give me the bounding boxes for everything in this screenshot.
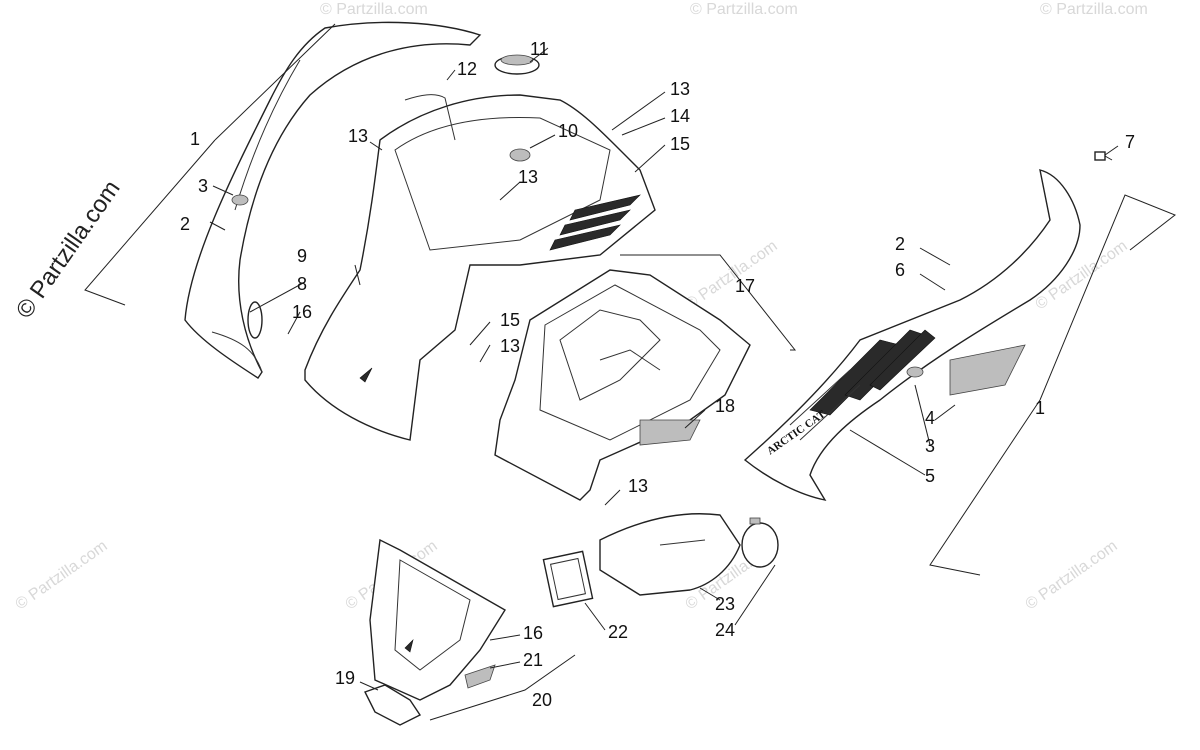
watermark: © Partzilla.com xyxy=(1040,1,1148,18)
callout-23: 23 xyxy=(715,594,735,614)
bracket-icon xyxy=(364,684,422,726)
callout-16: 16 xyxy=(523,623,543,643)
callout-2: 2 xyxy=(180,214,190,234)
callout-24: 24 xyxy=(715,620,735,640)
callout-18: 18 xyxy=(715,396,735,416)
callout-20: 20 xyxy=(532,690,552,710)
callout-3: 3 xyxy=(925,436,935,456)
watermark: © Partzilla.com xyxy=(13,538,111,614)
callout-13: 13 xyxy=(670,79,690,99)
callout-9: 9 xyxy=(297,246,307,266)
callout-1: 1 xyxy=(190,129,200,149)
callout-8: 8 xyxy=(297,274,307,294)
bolt-icon xyxy=(1094,151,1113,161)
callout-13: 13 xyxy=(500,336,520,356)
callout-17: 17 xyxy=(735,276,755,296)
callout-15: 15 xyxy=(670,134,690,154)
callout-2: 2 xyxy=(895,234,905,254)
callout-7: 7 xyxy=(1125,132,1135,152)
side-watermark: © Partzilla.com xyxy=(11,175,126,323)
callout-14: 14 xyxy=(670,106,690,126)
watermark: © Partzilla.com xyxy=(1023,538,1121,614)
callout-5: 5 xyxy=(925,466,935,486)
callouts: 1 3 2 8 16 9 11 12 10 13 13 13 14 15 15 … xyxy=(180,39,1135,710)
callout-3: 3 xyxy=(198,176,208,196)
callout-16: 16 xyxy=(292,302,312,322)
callout-13: 13 xyxy=(628,476,648,496)
watermark: © Partzilla.com xyxy=(690,1,798,18)
storage-bin xyxy=(494,269,751,501)
left-side-panel xyxy=(184,21,482,379)
callout-4: 4 xyxy=(925,408,935,428)
hood-part xyxy=(304,94,656,441)
grommet-icon xyxy=(231,194,249,206)
watermark: © Partzilla.com xyxy=(320,1,428,18)
clamp-icon xyxy=(741,517,779,568)
callout-6: 6 xyxy=(895,260,905,280)
callout-11: 11 xyxy=(530,39,549,59)
lower-grille xyxy=(369,538,506,701)
callout-13: 13 xyxy=(348,126,368,146)
callout-10: 10 xyxy=(558,121,578,141)
callout-12: 12 xyxy=(457,59,477,79)
seal-icon xyxy=(247,301,263,339)
leader-lines xyxy=(209,91,1119,691)
right-side-panel: ARCTIC CAT xyxy=(743,169,1081,501)
air-intake-duct xyxy=(599,513,741,596)
callout-13: 13 xyxy=(518,167,538,187)
callout-22: 22 xyxy=(608,622,628,642)
cable-icon xyxy=(404,94,456,141)
callout-21: 21 xyxy=(523,650,543,670)
callout-15: 15 xyxy=(500,310,520,330)
watermark: © Partzilla.com xyxy=(683,238,781,314)
callout-1: 1 xyxy=(1035,398,1045,418)
callout-19: 19 xyxy=(335,668,355,688)
seal-frame-icon xyxy=(542,550,594,608)
